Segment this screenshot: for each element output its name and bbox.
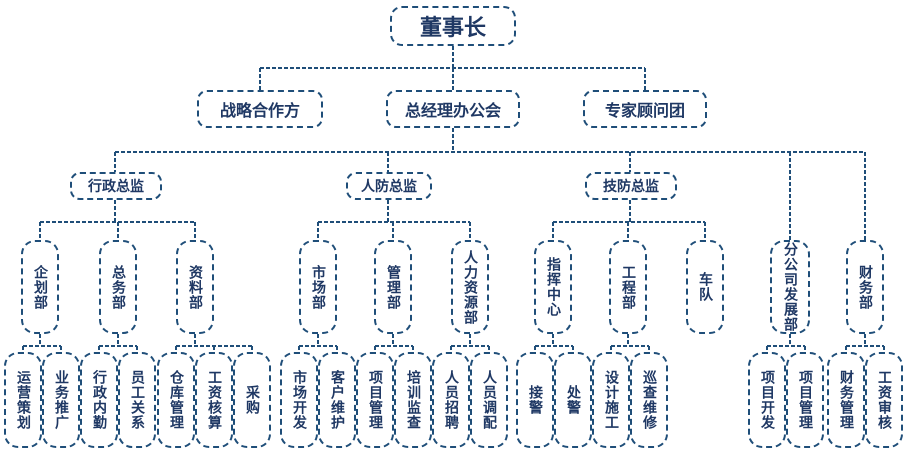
hr-dept-box: 人力资源部: [451, 240, 489, 334]
client-maintenance-box: 客户维护: [318, 352, 356, 448]
expert-panel-box: 专家顾问团: [583, 90, 707, 128]
inspection-repair-box: 巡查维修: [630, 352, 668, 448]
finance-dept-box: 财务部: [846, 240, 884, 334]
engineering-dept-box: 工程部: [609, 240, 647, 334]
tech-director-box: 技防总监: [585, 172, 677, 200]
gm-office-box: 总经理办公会: [386, 90, 520, 128]
planning-dept-box: 企划部: [21, 240, 59, 334]
project-mgmt-box: 项目管理: [356, 352, 394, 448]
command-center-box: 指挥中心: [534, 240, 572, 334]
staff-relations-box: 员工关系: [118, 352, 156, 448]
admin-director-box: 行政总监: [70, 172, 162, 200]
archives-dept-box: 资料部: [176, 240, 214, 334]
hr-director-box: 人防总监: [346, 172, 432, 200]
fleet-box: 车队: [686, 240, 724, 334]
staff-allocation-box: 人员调配: [470, 352, 508, 448]
ops-planning-box: 运营策划: [4, 352, 42, 448]
market-dept-box: 市场部: [299, 240, 337, 334]
payroll-calc-box: 工资核算: [195, 352, 233, 448]
market-development-box: 市场开发: [280, 352, 318, 448]
project-development-box: 项目开发: [748, 352, 786, 448]
business-promotion-box: 业务推广: [42, 352, 80, 448]
management-dept-box: 管理部: [374, 240, 412, 334]
training-inspection-box: 培训监查: [394, 352, 432, 448]
strategic-partner-box: 战略合作方: [197, 90, 323, 128]
admin-attendance-box: 行政内勤: [80, 352, 118, 448]
alarm-response-box: 处警: [554, 352, 592, 448]
branch-project-mgmt-box: 项目管理: [786, 352, 824, 448]
recruitment-box: 人员招聘: [432, 352, 470, 448]
finance-mgmt-box: 财务管理: [827, 352, 865, 448]
general-affairs-dept-box: 总务部: [99, 240, 137, 334]
payroll-audit-box: 工资审核: [865, 352, 903, 448]
chairman-box: 董事长: [390, 6, 516, 46]
purchasing-box: 采购: [233, 352, 271, 448]
branch-dev-dept-box: 分公司发展部: [770, 240, 810, 334]
alarm-receiving-box: 接警: [516, 352, 554, 448]
design-construction-box: 设计施工: [592, 352, 630, 448]
warehouse-mgmt-box: 仓库管理: [157, 352, 195, 448]
